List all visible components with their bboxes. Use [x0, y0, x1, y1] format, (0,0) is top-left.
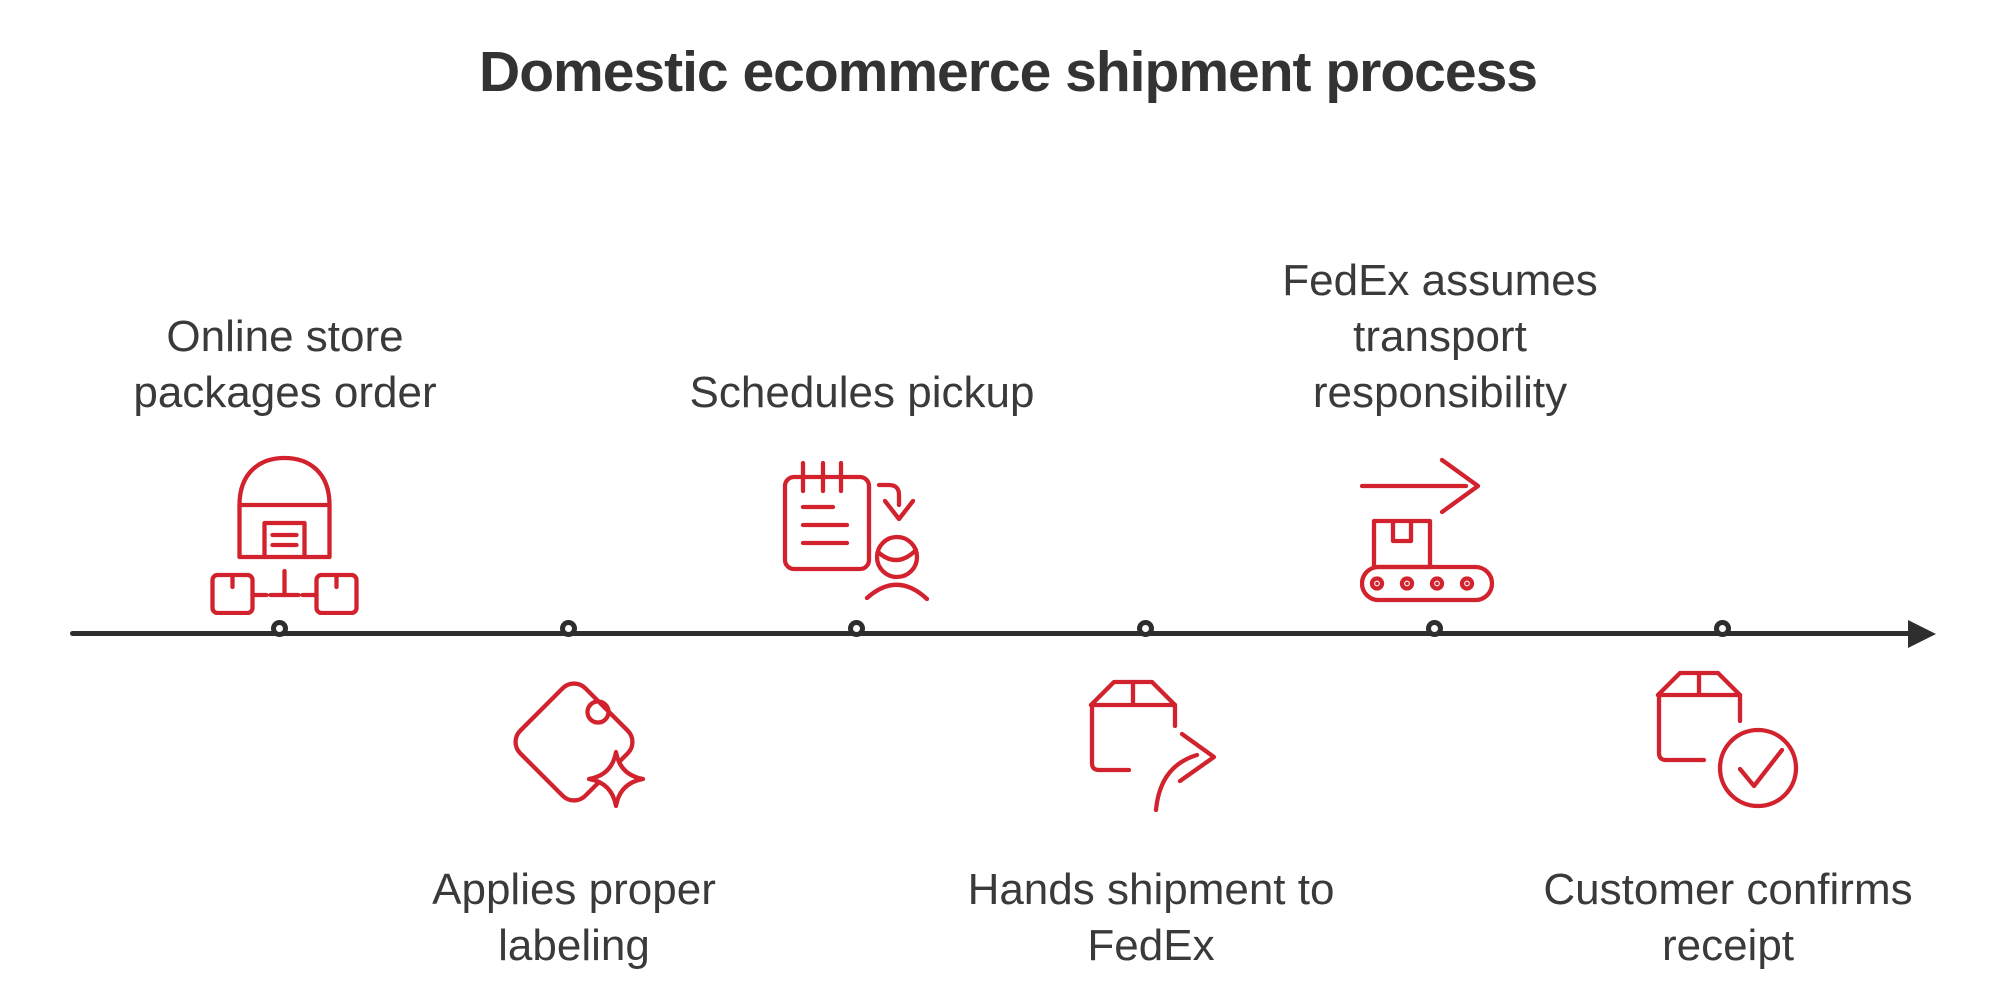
step-label: Applies proper labeling: [432, 865, 716, 970]
timeline-node: [1137, 620, 1154, 637]
box-handoff-arrow-icon: [1071, 652, 1231, 812]
step-label: Customer confirms receipt: [1543, 865, 1913, 970]
timeline-arrowhead-icon: [1908, 620, 1936, 648]
step-label: FedEx assumes transport responsibility: [1282, 256, 1598, 417]
timeline-node: [560, 620, 577, 637]
timeline-node: [1426, 620, 1443, 637]
timeline-node: [848, 620, 865, 637]
step-hands-shipment-to-fedex: Hands shipment to FedEx: [921, 650, 1381, 1000]
step-label: Schedules pickup: [689, 368, 1035, 417]
timeline-node: [1714, 620, 1731, 637]
box-check-icon: [1648, 655, 1808, 815]
step-label: Hands shipment to FedEx: [967, 865, 1335, 970]
notepad-person-icon: [777, 445, 947, 615]
step-customer-confirms-receipt: Customer confirms receipt: [1498, 650, 1958, 1000]
price-tag-sparkle-icon: [494, 662, 654, 822]
timeline-line: [70, 631, 1910, 636]
step-fedex-assumes-transport-responsibility: FedEx assumes transport responsibility: [1210, 150, 1670, 615]
timeline-node: [271, 620, 288, 637]
warehouse-distribution-icon: [203, 445, 368, 615]
step-online-store-packages-order: Online store packages order: [55, 150, 515, 615]
step-label: Online store packages order: [133, 312, 437, 417]
conveyor-box-icon: [1360, 455, 1520, 615]
step-schedules-pickup: Schedules pickup: [632, 150, 1092, 615]
page-title: Domestic ecommerce shipment process: [479, 40, 1538, 104]
step-applies-proper-labeling: Applies proper labeling: [344, 650, 804, 1000]
